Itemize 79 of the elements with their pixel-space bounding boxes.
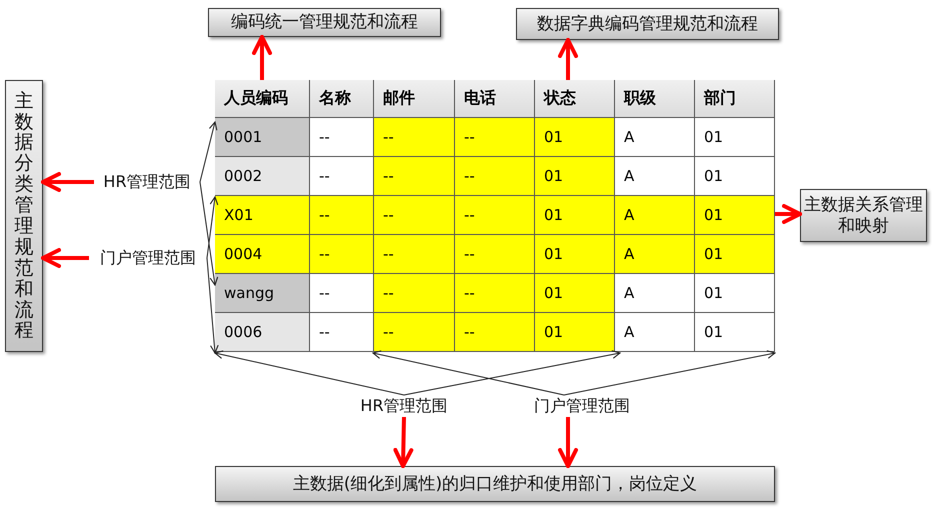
arrow [206,258,219,354]
header-cell: 部门 [695,80,775,118]
table-cell: 01 [535,313,615,352]
table-cell: 01 [535,235,615,274]
table-cell: 01 [535,157,615,196]
table-cell: A [615,157,695,196]
arrow [214,350,404,396]
table-cell: 01 [695,118,775,157]
header-cell: 状态 [535,80,615,118]
range-label: HR管理范围 [94,171,200,193]
process-box [516,8,779,40]
thick-arrow [393,416,414,468]
table-cell: A [615,235,695,274]
table-cell: 01 [695,157,775,196]
data-table [215,80,775,353]
table-cell: 0001 [215,118,310,157]
table-cell: -- [374,157,455,196]
table-cell: -- [374,235,455,274]
table-cell: -- [310,118,374,157]
table-cell: -- [455,235,535,274]
table-cell: 0002 [215,157,310,196]
range-label: HR管理范围 [350,395,458,417]
thick-arrow [41,172,94,192]
table-cell: -- [310,157,374,196]
table-cell: -- [455,274,535,313]
table-cell: A [615,274,695,313]
table-cell: -- [374,274,455,313]
arrow [200,121,218,182]
table-cell: -- [310,235,374,274]
arrow [372,350,564,396]
arrow [206,196,218,258]
arrow [564,350,776,396]
table-cell: wangg [215,274,310,313]
box-text: 编码统一管理规范和流程 [231,12,418,33]
table-cell: -- [455,157,535,196]
table-cell: -- [374,313,455,352]
table-cell: -- [310,196,374,235]
table-cell: 0004 [215,235,310,274]
table-cell: 01 [695,274,775,313]
table-cell: A [615,118,695,157]
arrow [200,182,218,286]
table-cell: A [615,313,695,352]
table-cell: -- [455,118,535,157]
thick-arrow [558,38,578,80]
table-cell: -- [374,196,455,235]
table-cell: 01 [535,118,615,157]
table-cell: 01 [695,235,775,274]
header-cell: 名称 [310,80,374,118]
process-box [208,8,441,37]
table-cell: -- [374,118,455,157]
box-text: 主数据关系管理和映射 [803,195,924,236]
range-label: 门户管理范围 [89,247,207,269]
header-cell: 职级 [615,80,695,118]
header-cell: 人员编码 [215,80,310,118]
table-cell: 01 [535,274,615,313]
thick-arrow [41,248,89,268]
thick-arrow [558,417,578,468]
table-cell: 01 [535,196,615,235]
table-cell: X01 [215,196,310,235]
table-cell: 0006 [215,313,310,352]
thick-arrow [252,35,272,80]
header-cell: 电话 [455,80,535,118]
box-text: 主数据(细化到属性)的归口维护和使用部门，岗位定义 [292,474,698,494]
box-text: 主数据分类管理规范和流程 [14,90,34,342]
table-cell: -- [310,313,374,352]
table-cell: 01 [695,313,775,352]
table-cell: A [615,196,695,235]
vertical-box [5,80,43,352]
table-cell: 01 [695,196,775,235]
arrow [404,350,621,396]
table-cell: -- [455,313,535,352]
process-box [215,466,775,502]
box-text: 数据字典编码管理规范和流程 [537,14,758,34]
thick-arrow [775,204,802,224]
table-cell: -- [310,274,374,313]
header-cell: 邮件 [374,80,455,118]
process-box [800,189,927,242]
table-cell: -- [455,196,535,235]
range-label: 门户管理范围 [522,395,642,417]
